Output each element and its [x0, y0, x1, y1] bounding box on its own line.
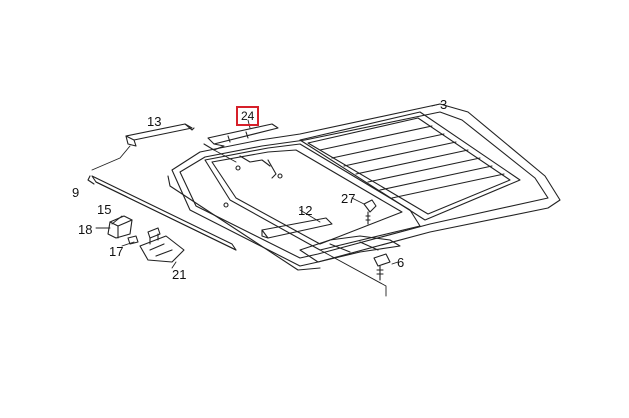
callout-part-18: 18 [78, 222, 93, 237]
part-13-guide [125, 123, 195, 147]
part-27-screw [363, 199, 377, 225]
leader-lines [91, 103, 441, 297]
part-24-cover [203, 123, 279, 151]
callout-part-6: 6 [397, 255, 405, 270]
part-9-strip [87, 175, 237, 251]
small-parts [107, 215, 185, 263]
callout-part-9: 9 [72, 185, 80, 200]
part-6-bolt [373, 253, 391, 281]
callout-part-24[interactable]: 24 [236, 106, 260, 126]
roof-frame [167, 103, 561, 271]
callout-part-3: 3 [440, 97, 448, 112]
callout-part-27: 27 [341, 191, 356, 206]
callout-part-15: 15 [97, 202, 112, 217]
drive-assembly [299, 235, 401, 263]
callout-part-21: 21 [172, 267, 187, 282]
part-12-rail [261, 217, 333, 239]
glass-panel [299, 111, 521, 221]
callout-part-13: 13 [147, 114, 162, 129]
callout-part-12: 12 [298, 203, 313, 218]
inner-rail [204, 143, 421, 251]
callout-part-17: 17 [109, 244, 124, 259]
